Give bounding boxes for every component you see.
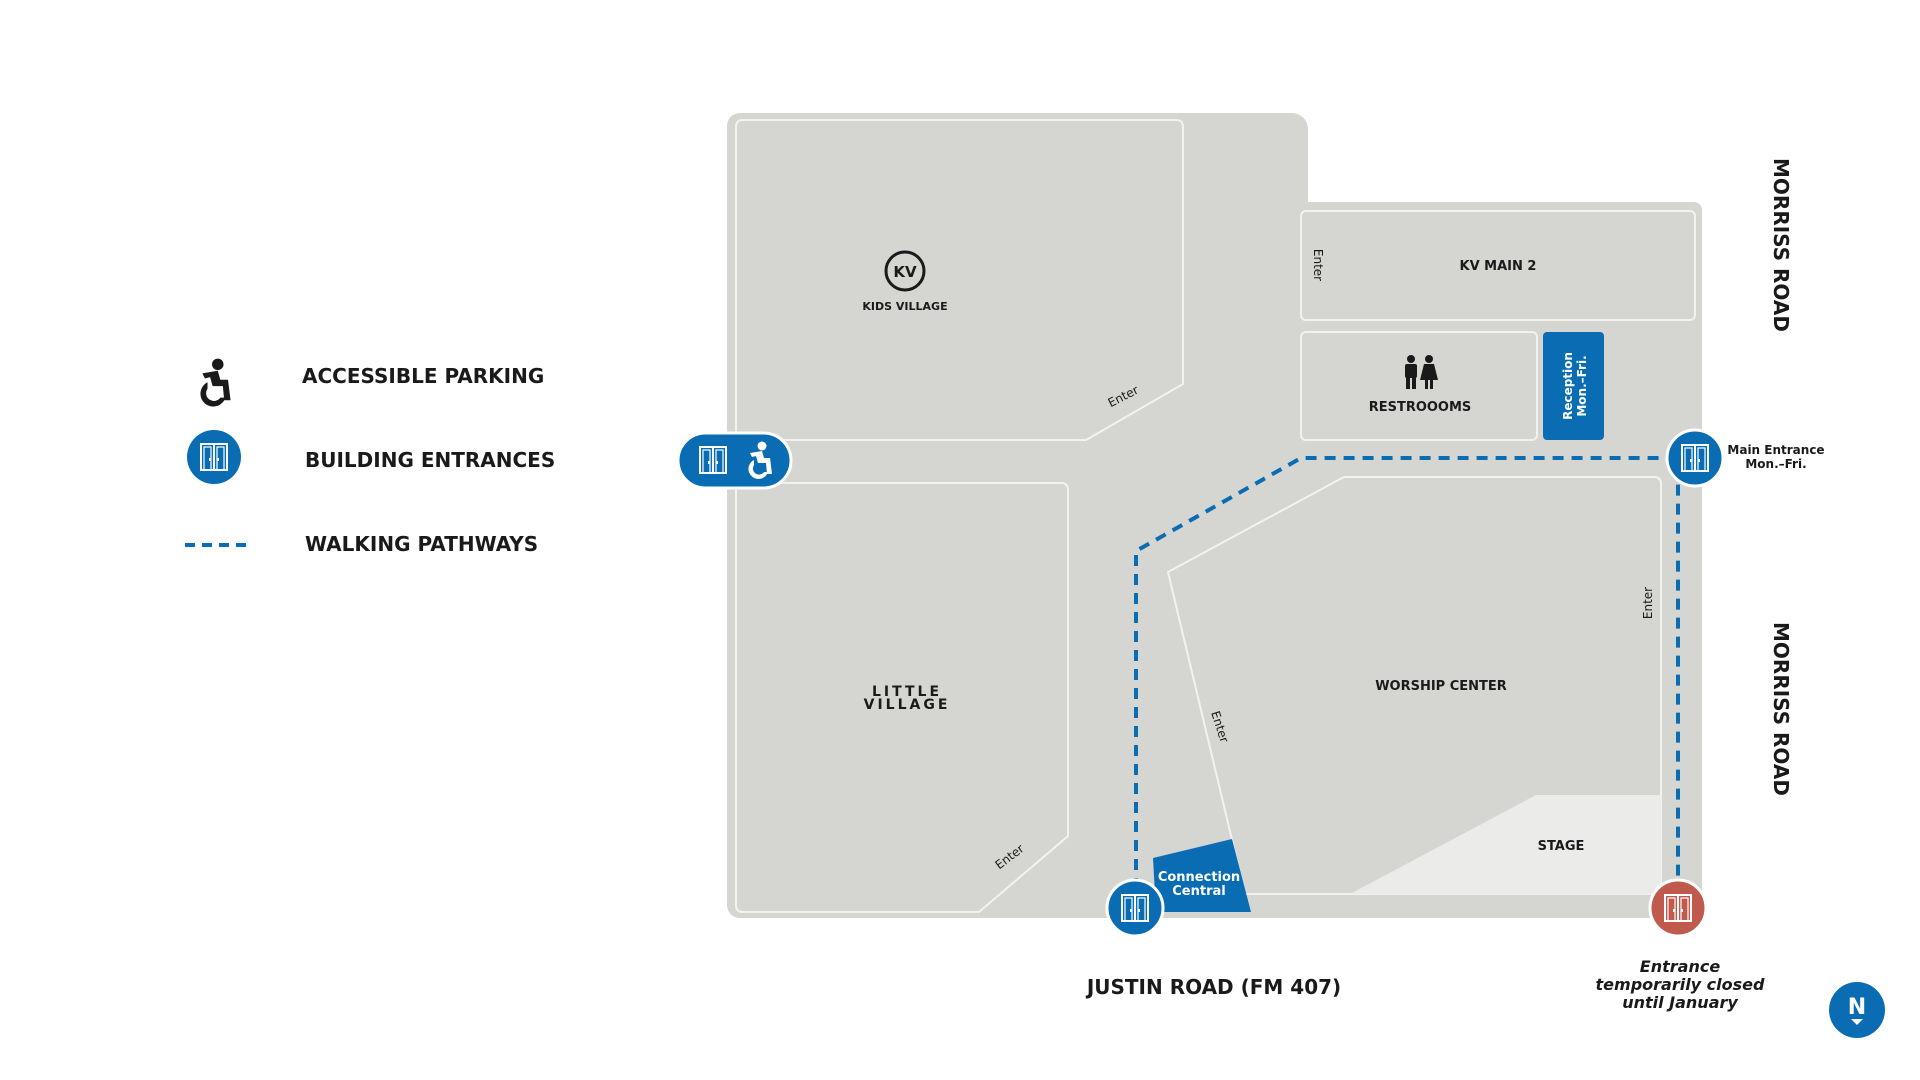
stage-area bbox=[1350, 795, 1661, 894]
closed-entrance-label-1: Entrance bbox=[1640, 957, 1721, 976]
morriss-road-label-south: MORRISS ROAD bbox=[1769, 622, 1793, 796]
closed-entrance-label-3: until January bbox=[1622, 993, 1738, 1012]
connection-central[interactable] bbox=[1153, 839, 1251, 912]
campus-ground bbox=[727, 113, 1702, 918]
kv-main-2-enter-label: Enter bbox=[1311, 249, 1325, 281]
kv-logo-text: KV bbox=[893, 263, 917, 281]
connection-central-label-1: Connection bbox=[1158, 870, 1240, 885]
kv-main-2-building[interactable] bbox=[1300, 210, 1696, 321]
stage-label: STAGE bbox=[1538, 839, 1585, 854]
north-compass: N bbox=[1829, 982, 1885, 1038]
kids-village-label: KIDS VILLAGE bbox=[862, 300, 947, 313]
kids-village-logo bbox=[884, 250, 926, 292]
closed-entrance-label-2: temporarily closed bbox=[1596, 975, 1766, 994]
main-entrance-label-1: Main Entrance bbox=[1727, 443, 1824, 457]
closed-entrance-marker[interactable] bbox=[1648, 878, 1708, 938]
west-entrance-accessible-parking-marker[interactable] bbox=[676, 431, 793, 490]
reception-desk[interactable] bbox=[1543, 332, 1604, 440]
south-entrance-marker[interactable] bbox=[1105, 878, 1165, 938]
worship-center-label: WORSHIP CENTER bbox=[1375, 679, 1507, 694]
compass-arrow-icon bbox=[1851, 1019, 1863, 1025]
little-village-label-1: LITTLE bbox=[872, 684, 942, 700]
reception-label-2: Mon.–Fri. bbox=[1575, 355, 1589, 416]
justin-road-label: JUSTIN ROAD (FM 407) bbox=[1085, 975, 1341, 999]
compass-label: N bbox=[1848, 995, 1866, 1020]
kv-main-2-label: KV MAIN 2 bbox=[1460, 259, 1537, 274]
main-entrance-marker[interactable] bbox=[1665, 428, 1725, 488]
legend-accessible-parking: ACCESSIBLE PARKING bbox=[302, 364, 544, 388]
legend-walking-pathways: WALKING PATHWAYS bbox=[305, 532, 538, 556]
morriss-road-label-north: MORRISS ROAD bbox=[1769, 158, 1793, 332]
legend: ACCESSIBLE PARKING BUILDING ENTRANCES WA… bbox=[185, 358, 555, 556]
restrooms-label: RESTROOOMS bbox=[1369, 400, 1472, 415]
accessible-parking-icon bbox=[200, 358, 231, 407]
legend-building-entrances: BUILDING ENTRANCES bbox=[305, 448, 555, 472]
main-entrance-label-2: Mon.–Fri. bbox=[1745, 457, 1806, 471]
little-village-label-2: VILLAGE bbox=[864, 697, 951, 713]
walking-pathway bbox=[1134, 456, 1680, 908]
restroom-icon bbox=[1405, 355, 1438, 389]
restrooms-building[interactable] bbox=[1300, 331, 1538, 441]
worship-center-east-enter-label: Enter bbox=[1641, 587, 1655, 619]
connection-central-label-2: Central bbox=[1172, 884, 1225, 899]
reception-label-1: Reception bbox=[1561, 352, 1575, 420]
